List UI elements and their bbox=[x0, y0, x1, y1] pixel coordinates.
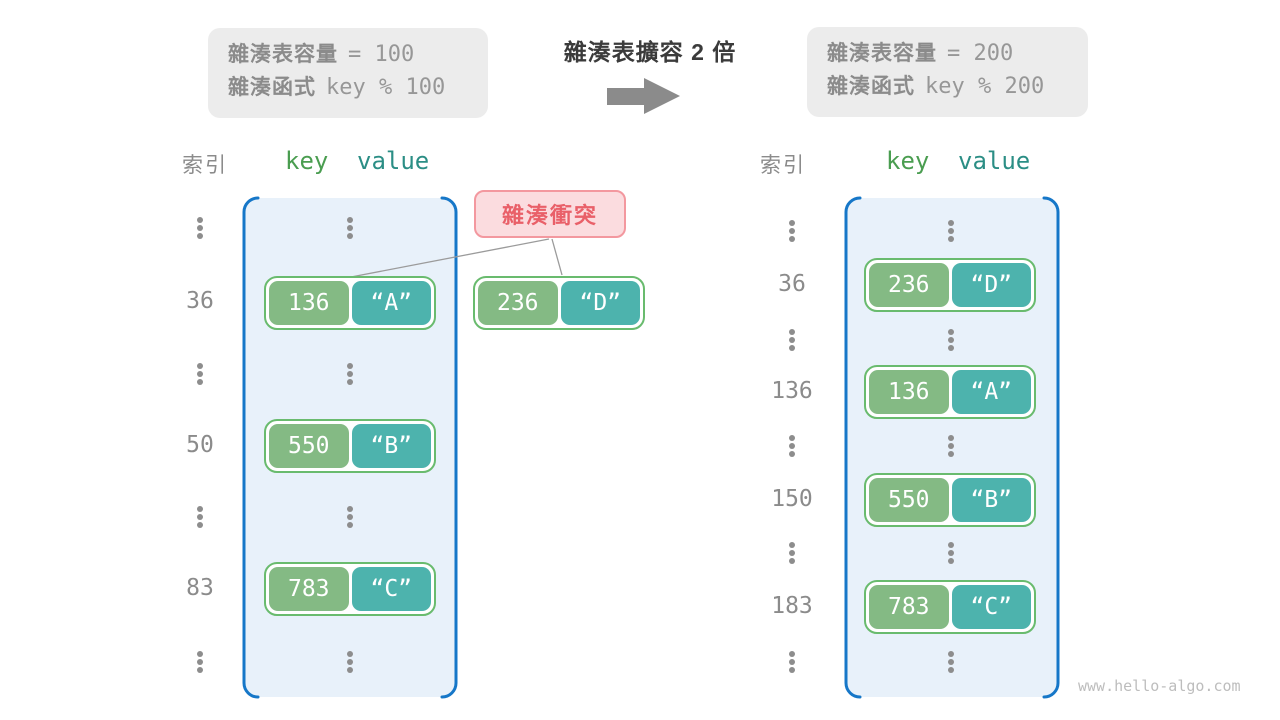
hash-entry: 550 “B” bbox=[264, 419, 436, 473]
vertical-ellipsis bbox=[948, 329, 954, 335]
vertical-ellipsis bbox=[197, 651, 203, 657]
watermark: www.hello-algo.com bbox=[1078, 677, 1241, 695]
capacity-value: = 100 bbox=[348, 42, 415, 67]
entry-value: “C” bbox=[351, 567, 431, 611]
entry-value: “B” bbox=[351, 424, 431, 468]
collision-badge: 雜湊衝突 bbox=[474, 190, 626, 238]
entry-value: “D” bbox=[560, 281, 640, 325]
left-key-header: key bbox=[285, 147, 329, 175]
index-label: 183 bbox=[771, 593, 813, 619]
vertical-ellipsis bbox=[347, 217, 353, 223]
expand-title: 雜湊表擴容 2 倍 bbox=[563, 39, 737, 65]
index-label: 36 bbox=[186, 288, 214, 314]
vertical-ellipsis bbox=[197, 363, 203, 369]
entry-value: “D” bbox=[951, 263, 1031, 307]
right-value-header: value bbox=[958, 147, 1031, 175]
capacity-line: 雜湊表容量 = 200 bbox=[827, 37, 1088, 70]
hash-function-line: 雜湊函式 key % 200 bbox=[827, 70, 1088, 103]
capacity-box-before: 雜湊表容量 = 100 雜湊函式 key % 100 bbox=[208, 28, 488, 118]
index-label: 36 bbox=[778, 271, 806, 297]
vertical-ellipsis bbox=[789, 542, 795, 548]
vertical-ellipsis bbox=[197, 217, 203, 223]
entry-value: “A” bbox=[351, 281, 431, 325]
vertical-ellipsis bbox=[948, 220, 954, 226]
collision-connector-line-d bbox=[551, 238, 563, 276]
capacity-value: = 200 bbox=[947, 41, 1014, 66]
vertical-ellipsis bbox=[789, 435, 795, 441]
hash-function-label: 雜湊函式 bbox=[827, 75, 915, 98]
vertical-ellipsis bbox=[347, 363, 353, 369]
hash-function-value: key % 200 bbox=[925, 74, 1045, 99]
capacity-box-after: 雜湊表容量 = 200 雜湊函式 key % 200 bbox=[807, 27, 1088, 117]
entry-key: 783 bbox=[269, 567, 349, 611]
vertical-ellipsis bbox=[948, 435, 954, 441]
vertical-ellipsis bbox=[347, 506, 353, 512]
right-index-header: 索引 bbox=[760, 154, 806, 177]
hash-entry: 236 “D” bbox=[864, 258, 1036, 312]
hash-entry: 136 “A” bbox=[864, 365, 1036, 419]
entry-key: 236 bbox=[478, 281, 558, 325]
entry-key: 550 bbox=[269, 424, 349, 468]
entry-key: 136 bbox=[269, 281, 349, 325]
capacity-label: 雜湊表容量 bbox=[827, 42, 937, 65]
index-label: 136 bbox=[771, 378, 813, 404]
hash-entry: 550 “B” bbox=[864, 473, 1036, 527]
vertical-ellipsis bbox=[948, 651, 954, 657]
capacity-label: 雜湊表容量 bbox=[228, 43, 338, 66]
hash-entry: 783 “C” bbox=[864, 580, 1036, 634]
vertical-ellipsis bbox=[789, 220, 795, 226]
index-label: 83 bbox=[186, 575, 214, 601]
left-index-header: 索引 bbox=[182, 154, 228, 177]
hash-function-label: 雜湊函式 bbox=[228, 76, 316, 99]
hash-function-value: key % 100 bbox=[326, 75, 446, 100]
entry-value: “C” bbox=[951, 585, 1031, 629]
right-key-header: key bbox=[886, 147, 930, 175]
capacity-line: 雜湊表容量 = 100 bbox=[228, 38, 488, 71]
vertical-ellipsis bbox=[197, 506, 203, 512]
left-value-header: value bbox=[357, 147, 430, 175]
hash-function-line: 雜湊函式 key % 100 bbox=[228, 71, 488, 104]
vertical-ellipsis bbox=[347, 651, 353, 657]
hash-entry: 783 “C” bbox=[264, 562, 436, 616]
hash-entry: 136 “A” bbox=[264, 276, 436, 330]
index-label: 150 bbox=[771, 486, 813, 512]
entry-key: 550 bbox=[869, 478, 949, 522]
vertical-ellipsis bbox=[948, 542, 954, 548]
entry-key: 783 bbox=[869, 585, 949, 629]
entry-key: 136 bbox=[869, 370, 949, 414]
entry-key: 236 bbox=[869, 263, 949, 307]
index-label: 50 bbox=[186, 432, 214, 458]
entry-value: “A” bbox=[951, 370, 1031, 414]
colliding-hash-entry: 236 “D” bbox=[473, 276, 645, 330]
expand-arrow-icon bbox=[607, 78, 680, 114]
vertical-ellipsis bbox=[789, 651, 795, 657]
entry-value: “B” bbox=[951, 478, 1031, 522]
vertical-ellipsis bbox=[789, 329, 795, 335]
